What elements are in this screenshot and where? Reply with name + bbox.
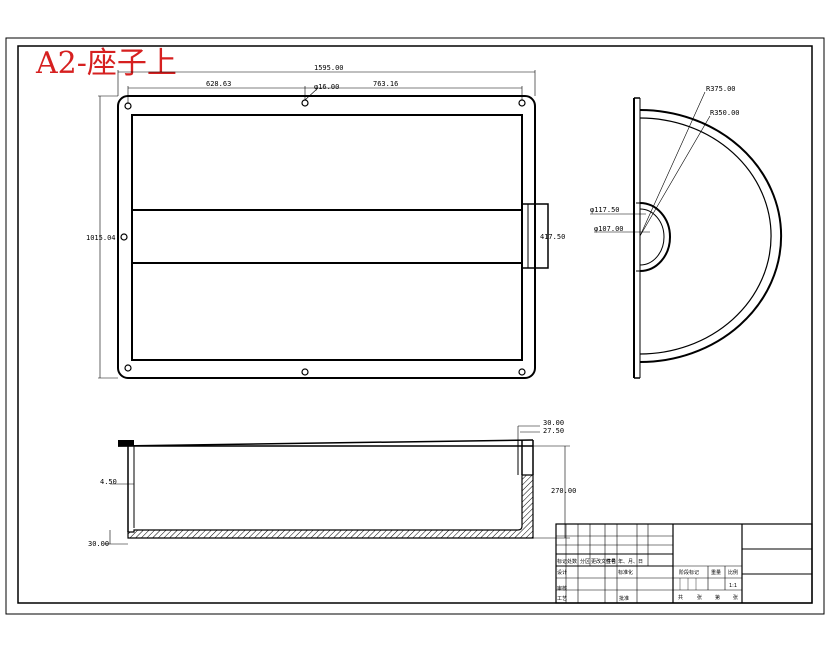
dim-outer-radius: R375.00 [706,85,736,93]
dim-hub-inner-dia: φ107.00 [594,225,624,233]
section-view [104,425,570,545]
dim-inner-radius: R350.00 [710,109,740,117]
section-left-flange [118,440,134,446]
tb-date: 年、月、日 [618,558,643,565]
side-hub-arc [639,202,671,272]
tb-standardization: 标准化 [618,569,633,576]
side-inner-arc [639,117,772,355]
tb-stage-mark: 阶段标记 [679,569,699,576]
dim-bottom-thickness: 30.00 [88,540,109,548]
section-bottom-hatch [127,474,534,539]
tray-inner-outline [131,114,523,361]
tb-count: 处数 [567,558,577,565]
tray-outer-outline [117,95,536,379]
tb-scale: 比例 [728,569,738,576]
inner-border [17,45,813,604]
dim-right-segment: 763.16 [373,80,398,88]
hole-icon [518,368,526,376]
tb-total: 共 [678,594,683,601]
outer-border [5,37,825,615]
hole-icon [120,233,128,241]
dim-wall-inner: 27.50 [543,427,564,435]
tb-mark: 标记 [557,558,567,565]
tb-design: 设计 [557,569,567,576]
tb-weight: 重量 [711,569,721,576]
drawing-title: A2-座子上 [35,46,177,81]
hole-icon [518,99,526,107]
tb-unit-2: 张 [733,594,738,601]
dim-height: 1015.04 [86,234,116,242]
top-view [98,70,549,379]
tray-handle [521,203,549,269]
tb-unit-1: 张 [697,594,702,601]
tb-sheet-no: 第 [715,594,720,601]
dim-left-segment: 628.63 [206,80,231,88]
dim-hole-dia: φ16.00 [314,83,339,91]
hole-icon [124,364,132,372]
side-outer-arc [639,109,783,363]
title-block [555,523,813,604]
dim-hub-outer-dia: φ117.50 [590,206,620,214]
dim-wall-outer: 30.00 [543,419,564,427]
tb-change-doc: 更改文件号 [591,558,616,565]
hole-icon [301,99,309,107]
tb-sign: 签名 [606,558,616,565]
dim-depth: 270.00 [551,487,576,495]
hole-icon [301,368,309,376]
dim-overall-width: 1595.00 [314,64,344,72]
tb-zone: 分区 [580,558,590,565]
dim-handle-height: 417.50 [540,233,565,241]
side-view [590,91,783,379]
tb-scale-value: 1:1 [729,583,737,589]
tb-approve: 批准 [619,595,629,602]
dim-left-thickness: 4.50 [100,478,117,486]
mounting-holes [120,99,526,376]
tb-process: 工艺 [557,596,567,602]
tb-check: 审核 [557,585,567,592]
